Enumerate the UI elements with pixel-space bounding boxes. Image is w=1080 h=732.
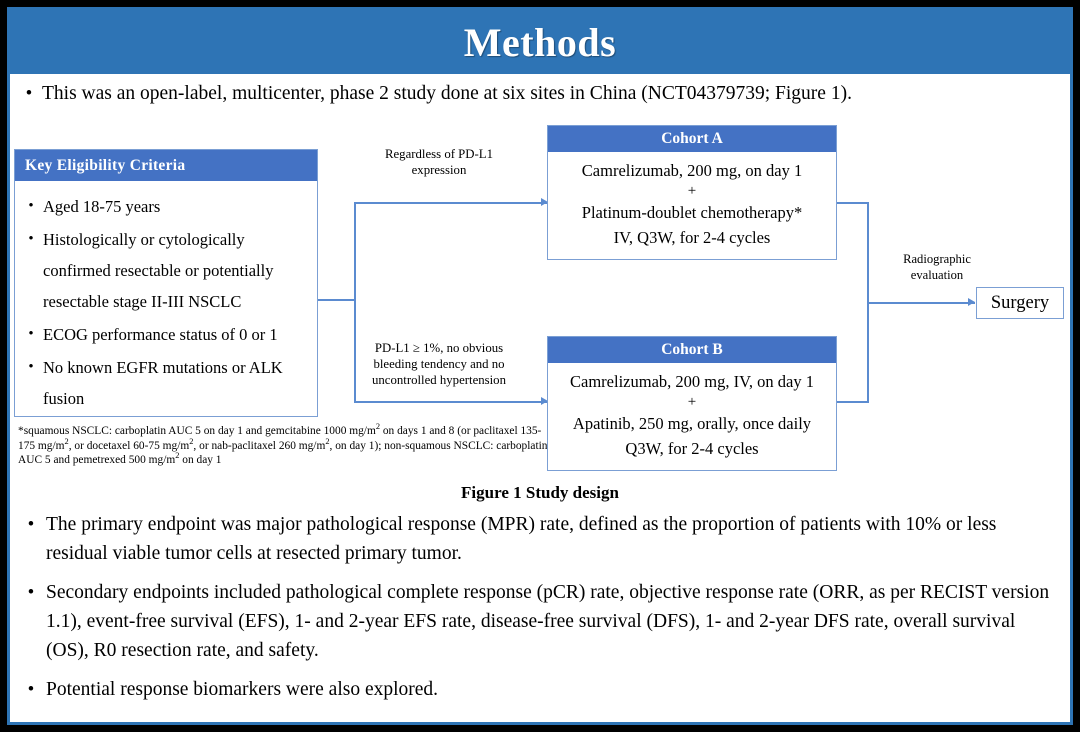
arrowhead-cohort-a-icon: [541, 198, 548, 206]
cohort-b-body: Camrelizumab, 200 mg, IV, on day 1 + Apa…: [548, 363, 836, 465]
cohort-a-line2: Platinum-doublet chemotherapy*: [581, 203, 803, 222]
cohort-a-box: Cohort A Camrelizumab, 200 mg, on day 1 …: [547, 125, 837, 260]
list-item: • Histologically or cytologically confir…: [19, 224, 309, 317]
list-item: • ECOG performance status of 0 or 1: [19, 319, 309, 350]
footnote-seg: , on day 1); non-squamous NSCLC: carbopl…: [18, 439, 548, 467]
connector-stub-eligibility: [318, 299, 356, 301]
title-banner: Methods: [10, 10, 1070, 74]
bullet-glyph: •: [28, 359, 34, 375]
footnote-seg: *squamous NSCLC: carboplatin AUC 5 on da…: [18, 425, 376, 437]
list-item: • No known EGFR mutations or ALK fusion: [19, 352, 309, 414]
cohort-b-line3: Q3W, for 2-4 cycles: [625, 439, 759, 458]
footnote-sup: 2: [189, 436, 194, 446]
connector-to-cohort-b: [354, 401, 548, 403]
connector-label-top-line2: expression: [411, 163, 467, 177]
connector-label-bottom-line1: PD-L1 ≥ 1%, no obvious: [374, 341, 504, 355]
connector-label-right: Radiographic evaluation: [882, 252, 992, 283]
figure-caption: Figure 1 Study design: [461, 483, 619, 502]
footnote-seg: , or docetaxel 60-75 mg/m: [68, 439, 190, 452]
bullet-glyph: •: [27, 514, 35, 535]
intro-bullet-text: This was an open-label, multicenter, pha…: [42, 83, 852, 104]
bullet-glyph: •: [27, 679, 35, 700]
surgery-label: Surgery: [990, 292, 1050, 313]
connector-trunk-left: [354, 202, 356, 402]
eligibility-item-text: Aged 18-75 years: [43, 197, 161, 216]
surgery-box: Surgery: [976, 287, 1064, 319]
bullet-glyph: •: [28, 198, 34, 214]
cohort-b-line2: Apatinib, 250 mg, orally, once daily: [572, 414, 812, 433]
arrowhead-cohort-b-icon: [541, 397, 548, 405]
cohort-a-plus: +: [687, 183, 697, 199]
body-bullet: • Secondary endpoints included pathologi…: [16, 578, 1062, 665]
footnote-sup: 2: [64, 436, 69, 446]
body-bullet-list: • The primary endpoint was major patholo…: [16, 510, 1062, 714]
connector-label-bottom-line3: uncontrolled hypertension: [372, 373, 506, 387]
connector-to-surgery: [867, 302, 975, 304]
eligibility-box: Key Eligibility Criteria • Aged 18-75 ye…: [14, 149, 318, 417]
figure-footnote: *squamous NSCLC: carboplatin AUC 5 on da…: [18, 422, 558, 468]
connector-label-bottom: PD-L1 ≥ 1%, no obvious bleeding tendency…: [344, 340, 534, 388]
body-bullet-text: Secondary endpoints included pathologica…: [46, 582, 1050, 661]
body-bullet: • Potential response biomarkers were als…: [16, 675, 1062, 704]
intro-bullet: • This was an open-label, multicenter, p…: [16, 80, 1062, 107]
eligibility-header: Key Eligibility Criteria: [15, 150, 317, 181]
bullet-glyph: •: [27, 582, 35, 603]
cohort-b-line1: Camrelizumab, 200 mg, IV, on day 1: [570, 372, 814, 391]
list-item: • Aged 18-75 years: [19, 191, 309, 222]
cohort-a-header: Cohort A: [548, 126, 836, 152]
eligibility-list: • Aged 18-75 years • Histologically or c…: [15, 181, 317, 414]
bullet-glyph: •: [28, 231, 34, 247]
footnote-seg: , or nab-paclitaxel 260 mg/m: [193, 439, 326, 452]
connector-from-cohort-a: [837, 202, 869, 204]
footnote-seg: on days 1 and 8 (or paclitaxel 135-175 m…: [18, 425, 542, 452]
footnote-sup: 2: [325, 436, 330, 446]
connector-label-top: Regardless of PD-L1 expression: [344, 146, 534, 178]
connector-from-cohort-b: [837, 401, 869, 403]
eligibility-item-text: Histologically or cytologically confirme…: [43, 230, 274, 311]
footnote-sup: 2: [375, 422, 381, 432]
footnote-sup: 2: [175, 451, 180, 461]
cohort-a-body: Camrelizumab, 200 mg, on day 1 + Platinu…: [548, 152, 836, 254]
body-bullet: • The primary endpoint was major patholo…: [16, 510, 1062, 568]
connector-to-cohort-a: [354, 202, 548, 204]
bullet-glyph: •: [28, 326, 34, 342]
eligibility-item-text: No known EGFR mutations or ALK fusion: [43, 358, 283, 408]
arrowhead-surgery-icon: [968, 298, 975, 306]
body-bullet-text: The primary endpoint was major pathologi…: [46, 514, 997, 564]
page-title: Methods: [463, 19, 617, 65]
connector-label-right-line2: evaluation: [910, 267, 964, 282]
connector-label-bottom-line2: bleeding tendency and no: [373, 357, 505, 371]
cohort-b-header: Cohort B: [548, 337, 836, 363]
eligibility-item-text: ECOG performance status of 0 or 1: [43, 325, 278, 344]
bullet-glyph: •: [25, 83, 33, 104]
cohort-b-plus: +: [687, 394, 697, 410]
body-bullet-text: Potential response biomarkers were also …: [46, 679, 439, 700]
cohort-a-line3: IV, Q3W, for 2-4 cycles: [613, 228, 771, 247]
footnote-seg: on day 1: [179, 454, 222, 467]
connector-label-right-line1: Radiographic: [903, 252, 971, 266]
figure-study-design: Key Eligibility Criteria • Aged 18-75 ye…: [10, 112, 1070, 502]
cohort-a-line1: Camrelizumab, 200 mg, on day 1: [581, 161, 803, 180]
cohort-b-box: Cohort B Camrelizumab, 200 mg, IV, on da…: [547, 336, 837, 471]
connector-label-top-line1: Regardless of PD-L1: [384, 147, 494, 161]
